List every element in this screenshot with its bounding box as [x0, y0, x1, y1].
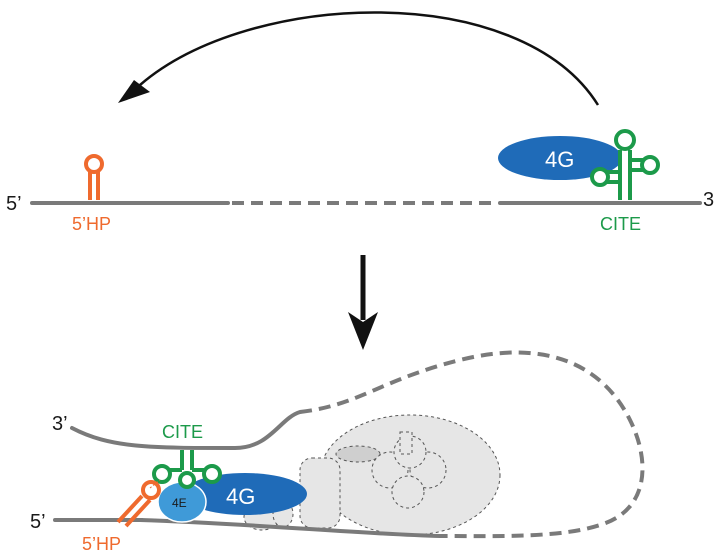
- bottom-4e-label: 4E: [172, 496, 187, 510]
- ribosome-complex: [243, 414, 501, 536]
- top-5hp-hairpin: [84, 154, 104, 200]
- bottom-five-prime-label: 5’: [30, 511, 46, 533]
- top-five-prime-label: 5’: [6, 193, 22, 215]
- bottom-5hp-hairpin: [116, 479, 161, 528]
- curved-arrow-icon: [118, 11, 600, 106]
- bottom-cite-label: CITE: [162, 422, 203, 442]
- top-4g-label: 4G: [545, 147, 574, 172]
- down-arrow-icon: [348, 255, 378, 350]
- top-three-prime-label: 3: [703, 189, 714, 211]
- bottom-4g-label: 4G: [226, 484, 255, 509]
- bottom-three-prime-label: 3’: [52, 413, 68, 435]
- top-cite-structure: [590, 129, 660, 200]
- bottom-cite-structure: [152, 450, 222, 489]
- top-5hp-label: 5’HP: [72, 214, 111, 234]
- bottom-5hp-label: 5’HP: [82, 534, 121, 554]
- top-cite-label: CITE: [600, 214, 641, 234]
- top-4g-factor: [498, 136, 622, 180]
